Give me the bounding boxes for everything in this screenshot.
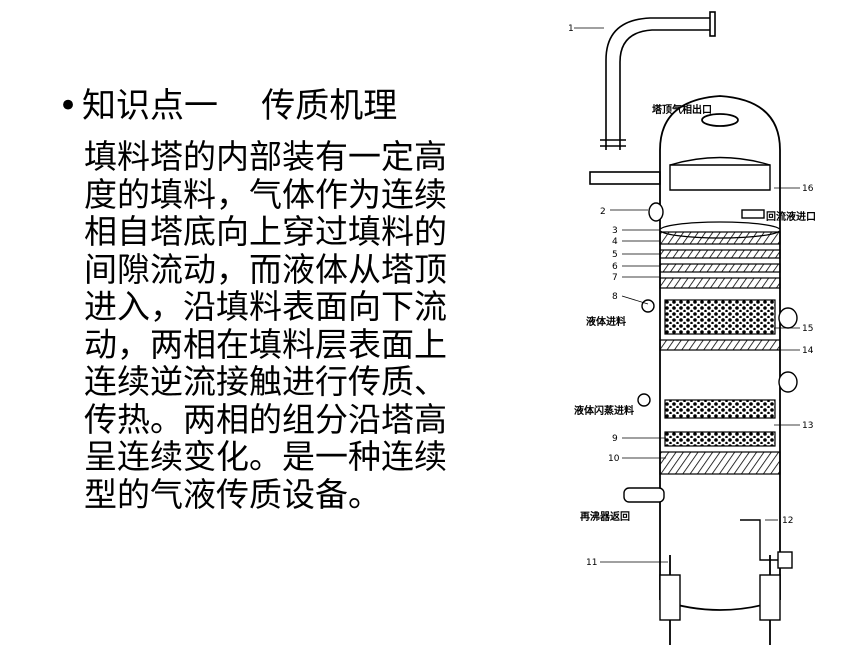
callout-number: 13 <box>802 421 813 431</box>
paragraph-line: 型的气液传质设备。 <box>84 474 381 514</box>
paragraph-line: 动，两相在填料层表面上 <box>84 324 447 364</box>
callout-number: 3 <box>612 226 618 236</box>
paragraph-line: 连续逆流接触进行传质、 <box>84 362 447 401</box>
callout-number: 1 <box>568 24 574 34</box>
label-top-gas-outlet: 塔顶气相出口 <box>652 103 712 116</box>
paragraph-line: 进入，沿填料表面向下流 <box>84 287 447 326</box>
paragraph-line: 度的填料，气体作为连续 <box>84 174 447 214</box>
liquid-distributor <box>669 156 771 191</box>
nozzles <box>623 202 798 621</box>
callout-number: 9 <box>612 434 618 444</box>
label-liquid-feed: 液体进料 <box>586 315 626 328</box>
callout-number: 2 <box>600 207 606 217</box>
paragraph-line: 相自塔底向上穿过填料的 <box>84 212 447 251</box>
bullet-marker: • <box>58 86 79 126</box>
paragraph-line: 间隙流动，而液体从塔顶 <box>84 249 447 289</box>
callout-number: 15 <box>802 324 813 334</box>
top-vapor-pipe <box>589 11 716 185</box>
label-flash-feed: 液体闪蒸进料 <box>574 404 634 417</box>
label-reboiler-return: 再沸器返回 <box>580 510 630 523</box>
packed-tower-diagram: 塔顶气相出口 回流液进口 液体进料 液体闪蒸进料 再沸器返回 1 2 3 4 5… <box>568 11 816 645</box>
callout-number: 7 <box>612 273 618 283</box>
callout-number: 10 <box>608 454 620 464</box>
callout-number: 12 <box>782 516 793 526</box>
callout-number: 16 <box>802 184 814 194</box>
callout-number: 14 <box>802 346 814 356</box>
paragraph-line: 传热。两相的组分沿塔高 <box>84 399 447 439</box>
leader-lines <box>574 27 800 563</box>
callout-number: 8 <box>612 292 618 302</box>
paragraph-line: 呈连续变化。是一种连续 <box>84 437 447 476</box>
paragraph-line: 填料塔的内部装有一定高 <box>84 137 447 176</box>
callout-number: 4 <box>612 237 618 247</box>
callout-number: 5 <box>612 250 618 260</box>
description-paragraph: 填料塔的内部装有一定高 度的填料，气体作为连续 相自塔底向上穿过填料的 间隙流动… <box>84 138 514 513</box>
packing-sections <box>659 221 781 475</box>
callout-number: 6 <box>612 262 618 272</box>
callout-number: 11 <box>586 558 597 568</box>
label-reflux-inlet: 回流液进口 <box>766 210 816 223</box>
slide-heading: 知识点一 传质机理 <box>82 86 398 126</box>
heading-row: • 知识点一 传质机理 <box>58 84 528 128</box>
column-shell <box>659 95 781 645</box>
